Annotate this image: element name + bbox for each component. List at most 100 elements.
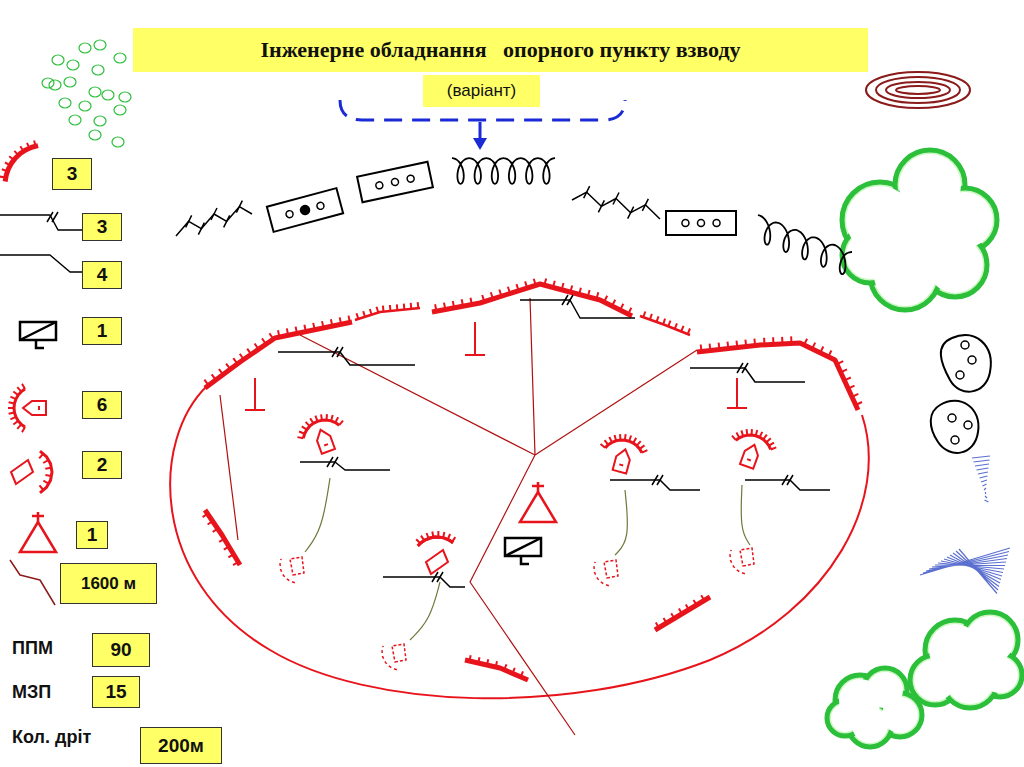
combat-vehicle-dot xyxy=(747,459,751,460)
tree-circle xyxy=(89,87,101,97)
legend-vehicle-arc xyxy=(14,389,25,427)
tree-circle xyxy=(114,53,126,63)
minefield-mine xyxy=(698,220,705,227)
subtitle-box: (варіант) xyxy=(423,75,540,107)
minefield-mine xyxy=(285,210,294,219)
communication-trench xyxy=(300,335,535,455)
combat-vehicle-arc xyxy=(300,415,340,438)
count-box: 3 xyxy=(52,158,92,190)
combat-vehicle-dot xyxy=(619,464,623,465)
commander-post xyxy=(520,492,556,522)
reserve-position-arc xyxy=(594,562,609,586)
tree-circle xyxy=(67,60,79,70)
wire-fence-posts xyxy=(584,186,649,219)
bush-fill xyxy=(946,656,994,704)
legend-vehicle-arc-ticks xyxy=(8,384,25,432)
reserve-position-arc xyxy=(382,646,397,670)
infantry-arc-ticks xyxy=(416,531,455,543)
trench-ticks xyxy=(204,316,350,386)
communication-trench xyxy=(220,395,238,540)
count-box: 15 xyxy=(92,676,140,708)
row-label: МЗП xyxy=(12,682,51,703)
count-number: 1 xyxy=(87,524,98,546)
wire-fence-posts xyxy=(186,201,243,235)
tree-circle xyxy=(79,43,91,53)
minefield-frame xyxy=(357,162,433,202)
wire-coil xyxy=(452,158,555,184)
bush xyxy=(827,668,922,747)
legend-infantry-arc-ticks xyxy=(39,454,51,490)
sector-line-cross xyxy=(432,572,443,582)
combat-vehicle-arc-ticks xyxy=(293,407,344,440)
count-number: 4 xyxy=(97,264,108,286)
sector-line xyxy=(383,577,465,587)
count-number: 90 xyxy=(110,639,131,661)
legend-line xyxy=(0,255,82,272)
legend-vehicle-body xyxy=(23,401,46,415)
bush xyxy=(842,150,997,310)
combat-vehicle-arc-ticks xyxy=(731,422,780,454)
sector-line xyxy=(690,368,805,382)
trench xyxy=(697,343,858,410)
tree-circle xyxy=(89,130,101,140)
weapon-position xyxy=(245,378,265,410)
marsh-hatch xyxy=(920,548,1010,594)
count-box: 6 xyxy=(82,391,122,419)
combat-vehicle-body xyxy=(613,448,632,474)
sector-line-cross xyxy=(737,363,748,373)
combat-vehicle-dot xyxy=(324,444,328,445)
count-box: 90 xyxy=(92,633,150,667)
minefield-mine xyxy=(316,202,325,211)
sector-line xyxy=(300,462,390,470)
height-contour xyxy=(876,77,960,103)
count-box: 4 xyxy=(82,261,122,289)
wire-coil xyxy=(758,215,852,274)
legend-route xyxy=(10,560,55,605)
count-number: 2 xyxy=(97,454,108,476)
count-number: 200м xyxy=(158,735,204,757)
row-label: ППМ xyxy=(12,638,53,659)
stone xyxy=(951,436,959,444)
trench-ticks xyxy=(701,336,862,405)
minefield-frame xyxy=(267,188,343,232)
pointer-arrow xyxy=(479,122,482,140)
weapon-position xyxy=(465,322,485,355)
count-box: 3 xyxy=(82,213,122,241)
legend-command-post-mark xyxy=(20,322,56,348)
minefield xyxy=(666,211,736,235)
reserve-trench-ticks xyxy=(656,595,705,627)
subtitle-text: (варіант) xyxy=(447,81,516,101)
reserve-trench-ticks xyxy=(203,514,239,565)
combat-vehicle xyxy=(595,428,650,477)
tree-circle xyxy=(79,101,91,111)
minefield-mine xyxy=(406,175,414,183)
minefield-mine xyxy=(391,178,399,186)
reserve-position xyxy=(392,644,406,662)
reserve-position xyxy=(290,557,304,575)
communication-trench xyxy=(530,298,535,455)
count-number: 1 xyxy=(97,320,108,342)
trench-ticks xyxy=(435,278,631,314)
minefield xyxy=(267,188,343,232)
combat-vehicle-body xyxy=(314,427,335,453)
weapon-position xyxy=(727,378,747,408)
tree-circle xyxy=(119,92,131,102)
count-box: 1 xyxy=(76,521,108,549)
combat-vehicle xyxy=(293,407,352,459)
command-post-mark xyxy=(505,538,541,564)
communication-trench xyxy=(470,455,575,735)
marsh-hatch xyxy=(972,456,990,502)
legend-commander-post xyxy=(20,522,56,552)
tree-circle xyxy=(64,77,76,87)
legend-infantry-arc xyxy=(40,451,52,493)
reserve-position-arc xyxy=(280,559,295,583)
stone xyxy=(956,371,964,379)
minefield xyxy=(357,162,433,202)
legend-trench xyxy=(5,146,38,182)
reserve-position-arc xyxy=(730,550,745,574)
reserve-position xyxy=(740,548,754,566)
height-contour xyxy=(896,86,940,94)
row-label: Кол. дріт xyxy=(12,727,91,748)
height-contour xyxy=(886,82,950,98)
